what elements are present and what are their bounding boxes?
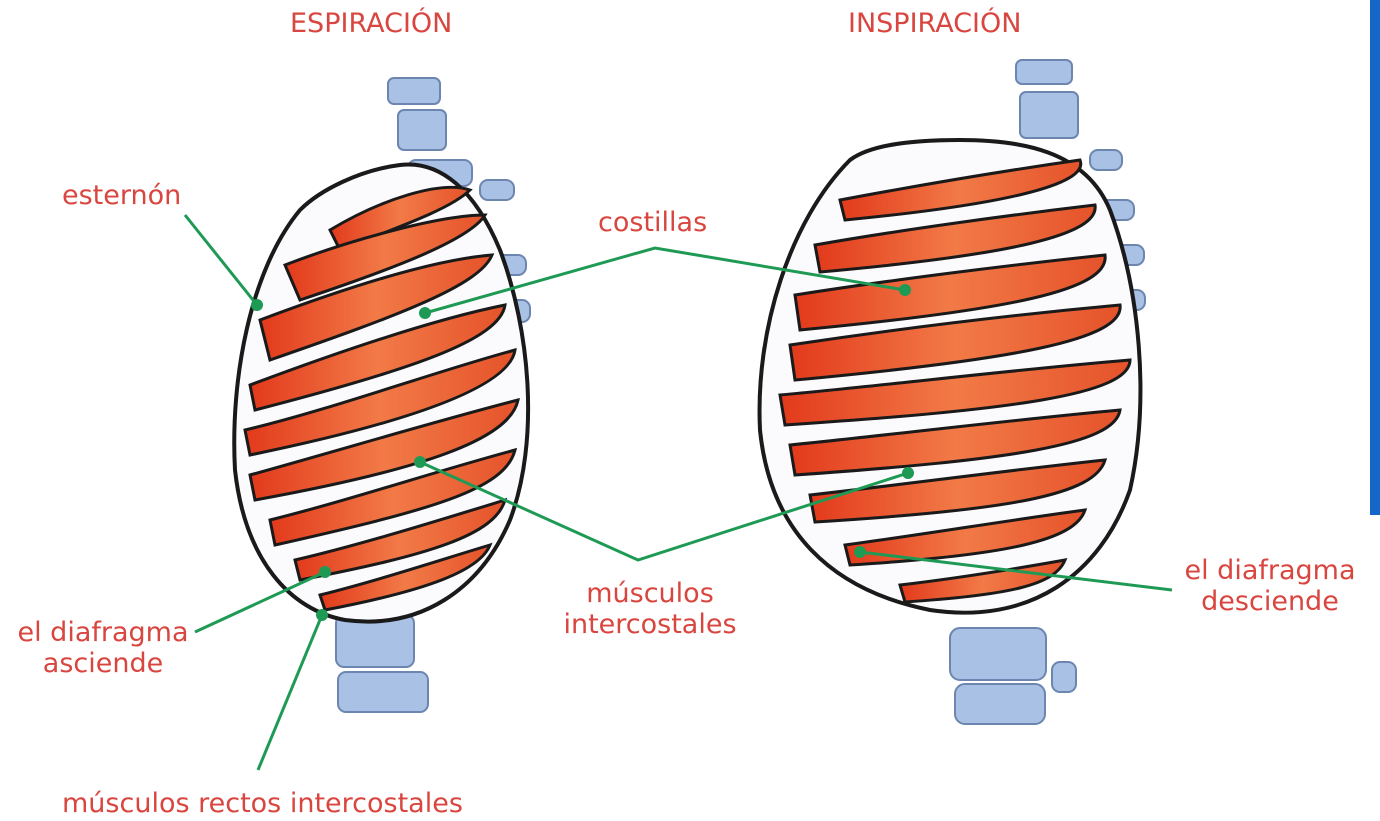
label-diafragma-desciende-line2: desciende <box>1172 586 1368 617</box>
inspiration-ribcage <box>760 60 1145 724</box>
label-diafragma-desciende: el diafragma desciende <box>1172 555 1368 617</box>
label-musculos-intercostales-line1: músculos <box>545 578 755 609</box>
label-costillas: costillas <box>598 207 707 238</box>
label-musculos-intercostales: músculos intercostales <box>545 578 755 640</box>
label-musculos-intercostales-line2: intercostales <box>545 609 755 640</box>
leader-esternon <box>185 215 257 305</box>
label-diafragma-asciende-line1: el diafragma <box>8 617 198 648</box>
label-diafragma-asciende-line2: asciende <box>8 648 198 679</box>
heading-inspiracion: INSPIRACIÓN <box>848 8 1021 39</box>
label-diafragma-asciende: el diafragma asciende <box>8 617 198 679</box>
leader-musculos-rectos <box>258 615 322 770</box>
heading-espiracion: ESPIRACIÓN <box>290 8 452 39</box>
label-esternon: esternón <box>62 180 181 211</box>
label-diafragma-desciende-line1: el diafragma <box>1172 555 1368 586</box>
expiration-ribcage <box>234 78 530 712</box>
label-musculos-rectos-intercostales: músculos rectos intercostales <box>62 788 463 819</box>
